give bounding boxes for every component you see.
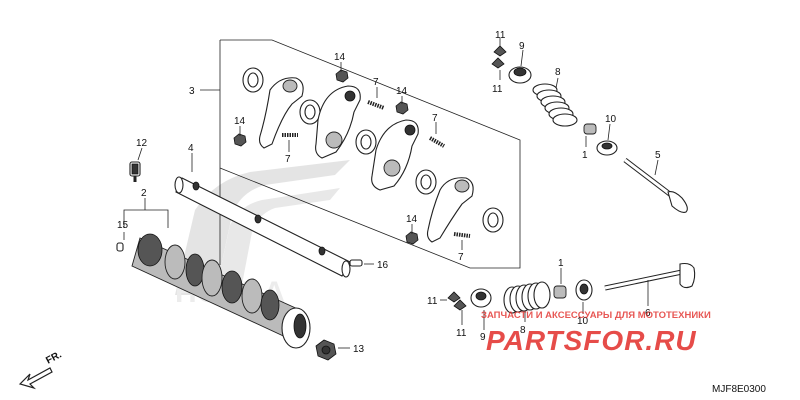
callout-7: 7	[285, 154, 291, 165]
exhaust-valve-icon	[623, 158, 688, 213]
callout-1: 1	[582, 150, 588, 161]
callout-2: 2	[141, 188, 147, 199]
callout-14: 14	[396, 86, 408, 97]
callout-9: 9	[480, 332, 486, 343]
watermark-tagline: ЗАПЧАСТИ И АКСЕССУАРЫ ДЛЯ МОТОТЕХНИКИ	[481, 310, 711, 321]
callout-5: 5	[655, 150, 661, 161]
leader-lines	[123, 38, 659, 330]
lower-valve-group	[447, 262, 696, 314]
callout-13: 13	[353, 344, 365, 355]
valve-stem-seal-icon	[553, 285, 567, 299]
callout-14: 14	[406, 214, 418, 225]
valve-spring-icon	[503, 281, 551, 314]
valve-cotter-icon	[447, 291, 461, 303]
callout-16: 16	[377, 260, 389, 271]
callout-8: 8	[555, 67, 561, 78]
rocker-assembly-boundary	[200, 39, 521, 269]
intake-valve-icon	[604, 262, 696, 291]
callout-11: 11	[495, 30, 506, 41]
valve-cotter-icon	[491, 57, 505, 69]
callout-7: 7	[458, 252, 464, 263]
bolt-icon	[129, 161, 141, 182]
camshaft-icon	[131, 233, 311, 349]
callout-12: 12	[136, 138, 148, 149]
lock-nut-icon	[233, 133, 247, 147]
callout-3: 3	[189, 86, 195, 97]
callout-7: 7	[432, 113, 438, 124]
part-callouts: 11 9 11 8 3 14 7 14 7 14 7 10 1 5 12 4 2…	[117, 30, 661, 355]
callout-4: 4	[188, 143, 194, 154]
camshaft-pin-icon	[116, 242, 124, 252]
callout-11: 11	[492, 84, 503, 95]
valve-cotter-icon	[453, 299, 467, 311]
callout-8: 8	[520, 325, 526, 336]
adjusting-screw-icon	[453, 232, 471, 238]
upper-valve-group	[491, 45, 688, 213]
callout-6: 6	[645, 308, 651, 319]
rocker-arms	[233, 67, 504, 245]
callout-14: 14	[234, 116, 246, 127]
rocker-shaft-icon	[174, 176, 351, 278]
watermark-brand: PARTSFOR.RU	[486, 325, 697, 356]
callout-11: 11	[456, 328, 467, 339]
callout-15: 15	[117, 220, 129, 231]
rocker-arm-icon	[258, 77, 304, 149]
adjusting-screw-icon	[429, 136, 445, 148]
front-direction-arrow: FR.	[18, 349, 64, 390]
valve-stem-seal-icon	[583, 123, 597, 135]
valve-cotter-icon	[493, 45, 507, 57]
callout-14: 14	[334, 52, 346, 63]
callout-1: 1	[558, 258, 564, 269]
lock-nut-icon	[395, 101, 409, 115]
callout-7: 7	[373, 77, 379, 88]
adjusting-screw-icon	[367, 100, 385, 110]
dowel-pin-icon	[349, 259, 363, 267]
direction-label: FR.	[44, 349, 64, 366]
callout-11: 11	[427, 296, 438, 307]
rocker-arm-icon	[426, 177, 474, 243]
lock-nut-icon	[335, 69, 349, 83]
cam-bolt-icon	[315, 339, 337, 361]
arrow-icon	[18, 367, 53, 390]
callout-9: 9	[519, 41, 525, 52]
rocker-arm-icon	[371, 119, 419, 191]
callout-10: 10	[605, 114, 617, 125]
callout-10: 10	[577, 316, 589, 327]
diagram-code: MJF8E0300	[712, 384, 766, 395]
valve-spring-icon	[532, 83, 578, 127]
lock-nut-icon	[405, 231, 419, 245]
